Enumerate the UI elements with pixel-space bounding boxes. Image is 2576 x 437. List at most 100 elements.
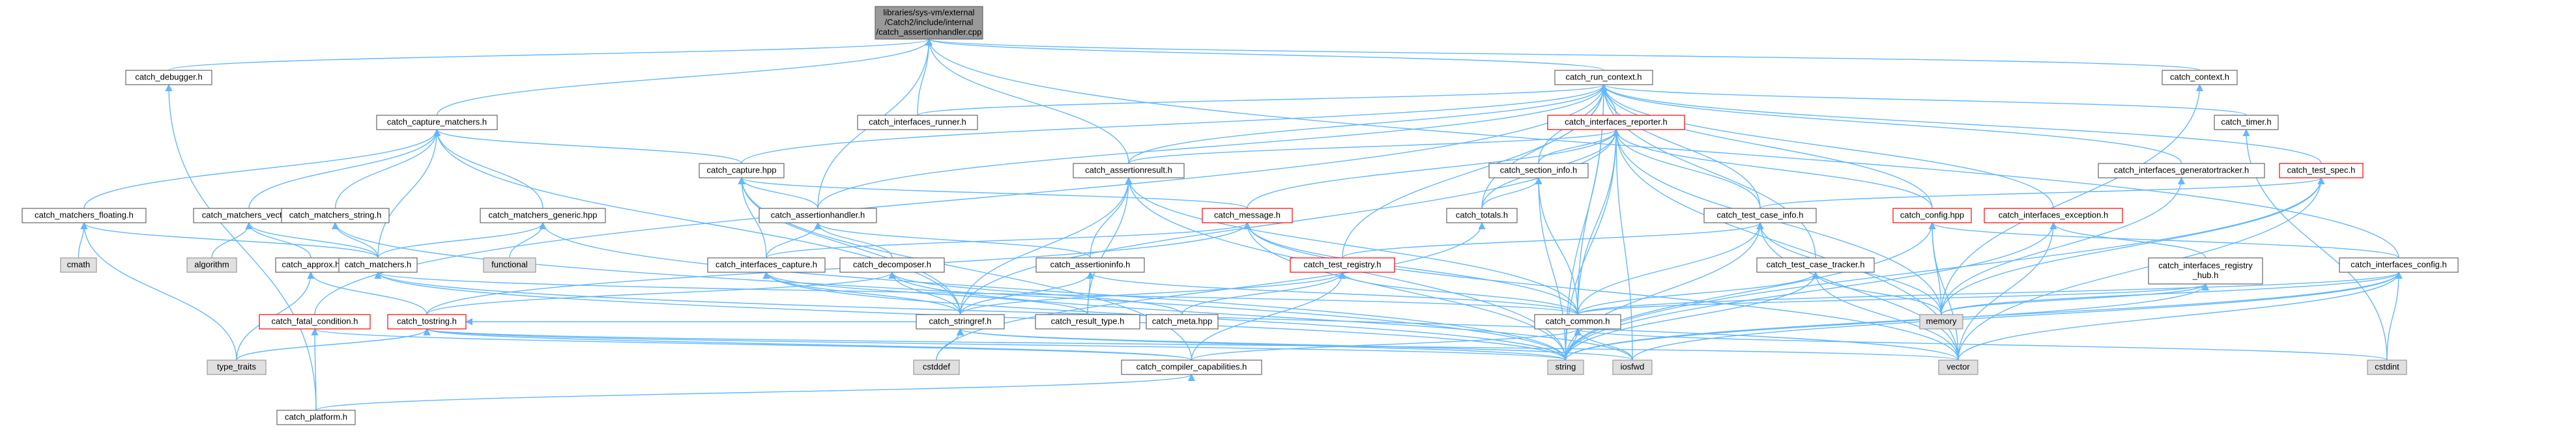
node-run-context[interactable]: catch_run_context.h [1554, 70, 1653, 85]
node-timer[interactable]: catch_timer.h [2214, 115, 2279, 130]
edge-debugger-to-platform [165, 83, 317, 411]
edge-tostring-to-type_traits [236, 328, 431, 361]
node-label: catch_interfaces_capture.h [716, 259, 817, 269]
node-interfaces-exception[interactable]: catch_interfaces_exception.h [1984, 208, 2123, 223]
node-interfaces-capture[interactable]: catch_interfaces_capture.h [707, 257, 826, 273]
edge-assertioninfo-to-stringref [959, 271, 1094, 315]
node-capture[interactable]: catch_capture.hpp [699, 163, 785, 178]
node-test-case-tracker[interactable]: catch_test_case_tracker.h [1756, 257, 1875, 273]
edge-run_context-to-capture [741, 83, 1608, 164]
node-label: catch_fatal_condition.h [272, 316, 358, 326]
node-box [1612, 359, 1653, 375]
node-interfaces-runner[interactable]: catch_interfaces_runner.h [857, 115, 978, 130]
edge-interfaces_reporter-to-assertionresult [1128, 128, 1620, 164]
edge-matchers-to-common [374, 271, 1578, 315]
node-box [186, 257, 237, 273]
node-label: catch_meta.hpp [1152, 316, 1213, 326]
node-box [276, 410, 356, 425]
edge-config-to-string [1565, 221, 1936, 361]
node-cstddef: cstddef [913, 359, 960, 375]
node-totals[interactable]: catch_totals.h [1446, 208, 1518, 223]
node-label: catch_result_type.h [1051, 316, 1125, 326]
edge-interfaces_exception-to-vector [1958, 221, 2057, 361]
node-test-registry[interactable]: catch_test_registry.h [1290, 257, 1395, 273]
edge-test_case_info-to-string [1565, 221, 1764, 361]
node-box [2162, 70, 2238, 85]
node-test-spec[interactable]: catch_test_spec.h [2279, 163, 2364, 178]
node-meta[interactable]: catch_meta.hpp [1146, 314, 1219, 330]
node-debugger[interactable]: catch_debugger.h [125, 70, 212, 85]
node-label: catch_interfaces_reporter.h [1565, 117, 1668, 126]
node-config[interactable]: catch_config.hpp [1892, 208, 1972, 223]
node-assertioninfo[interactable]: catch_assertioninfo.h [1035, 257, 1145, 273]
edge-matchers_generic-to-matchers [377, 221, 547, 259]
node-box [387, 314, 467, 330]
node-generatortracker[interactable]: catch_interfaces_generatortracker.h [2098, 163, 2265, 178]
node-box [1919, 314, 1963, 330]
node-label: catch_decomposer.h [853, 259, 931, 269]
node-section-info[interactable]: catch_section_info.h [1488, 163, 1589, 178]
node-compiler-capabilities[interactable]: catch_compiler_capabilities.h [1121, 359, 1262, 375]
node-approx[interactable]: catch_approx.h [275, 257, 347, 273]
node-box [916, 314, 1005, 330]
node-context[interactable]: catch_context.h [2162, 70, 2238, 85]
edge-capture_matchers-to-matchers_generic [433, 128, 543, 209]
edge-fatal_condition-to-platform [311, 328, 319, 411]
node-fatal-condition[interactable]: catch_fatal_condition.h [259, 314, 371, 330]
edge-assertionhandler-to-interfaces_capture [766, 221, 822, 259]
edge-run_context-to-config [1600, 83, 1933, 209]
node-message[interactable]: catch_message.h [1202, 208, 1293, 223]
edge-interfaces_exception-to-string [1565, 221, 2057, 361]
node-functional: functional [483, 257, 536, 273]
node-box [1035, 314, 1140, 330]
node-matchers-floating[interactable]: catch_matchers_floating.h [22, 208, 147, 223]
node-stringref[interactable]: catch_stringref.h [916, 314, 1005, 330]
node-matchers[interactable]: catch_matchers.h [338, 257, 418, 273]
node-common[interactable]: catch_common.h [1534, 314, 1621, 330]
edge-interfaces_config-to-string [1565, 271, 2403, 361]
node-tostring[interactable]: catch_tostring.h [387, 314, 467, 330]
node-box [707, 257, 826, 273]
edge-matchers_floating-to-type_traits [80, 221, 237, 361]
node-label: algorithm [194, 259, 229, 269]
edge-run_context-to-totals [1481, 83, 1608, 209]
node-box [1073, 163, 1185, 178]
edge-assertionresult-to-common [1125, 176, 1578, 315]
node-decomposer[interactable]: catch_decomposer.h [839, 257, 945, 273]
edge-message-to-vector [1243, 221, 1959, 361]
edge-interfaces_reporter-to-common [1577, 128, 1620, 315]
node-registry-hub[interactable]: catch_interfaces_registry_hub.h [2148, 257, 2263, 285]
edge-interfaces_config-to-memory [1941, 271, 2403, 315]
node-box [207, 359, 267, 375]
edge-message-to-common [1243, 221, 1578, 315]
node-assertionresult[interactable]: catch_assertionresult.h [1073, 163, 1185, 178]
node-matchers-generic[interactable]: catch_matchers_generic.hpp [480, 208, 606, 223]
edge-interfaces_config-to-cstdint [2386, 271, 2403, 361]
node-matchers-string[interactable]: catch_matchers_string.h [281, 208, 390, 223]
node-interfaces-reporter[interactable]: catch_interfaces_reporter.h [1547, 115, 1685, 130]
edge-test_case_tracker-to-memory [1812, 271, 1942, 315]
edge-interfaces_capture-to-stringref [762, 271, 961, 315]
edge-decomposer-to-tostring [426, 271, 896, 315]
edge-fatal_condition-to-compiler_capabilities [311, 328, 1193, 361]
node-interfaces-config[interactable]: catch_interfaces_config.h [2339, 257, 2459, 273]
node-iosfwd: iosfwd [1612, 359, 1653, 375]
node-capture-matchers[interactable]: catch_capture_matchers.h [376, 115, 498, 130]
edge-registry_hub-to-common [1577, 283, 2209, 315]
edge-interfaces_config-to-common [1577, 271, 2403, 315]
edge-tostring-to-compiler_capabilities [423, 328, 1193, 361]
node-box [2367, 359, 2407, 375]
node-root[interactable]: libraries/sys-vm/external/Catch2/include… [875, 6, 983, 40]
node-box [699, 163, 785, 178]
node-platform[interactable]: catch_platform.h [276, 410, 356, 425]
node-result-type[interactable]: catch_result_type.h [1035, 314, 1140, 330]
node-box [259, 314, 371, 330]
node-memory: memory [1919, 314, 1963, 330]
node-test-case-info[interactable]: catch_test_case_info.h [1703, 208, 1817, 223]
node-assertionhandler[interactable]: catch_assertionhandler.h [759, 208, 877, 223]
node-label: catch_stringref.h [929, 316, 991, 326]
node-label: functional [491, 259, 528, 269]
edge-common-to-compiler_capabilities [1191, 328, 1582, 361]
node-string: string [1547, 359, 1584, 375]
